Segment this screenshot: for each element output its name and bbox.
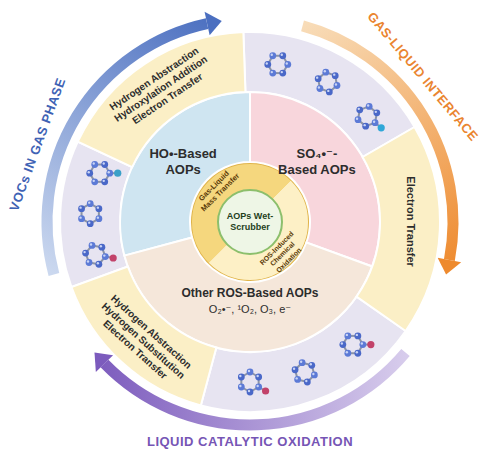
- node-text: SO₄•⁻-Based AOPs: [278, 146, 356, 177]
- node-text: AOPs Wet-Scrubber: [219, 211, 281, 233]
- node-text: Electron Transfer: [403, 167, 416, 277]
- molecule-icon: [355, 103, 385, 131]
- molecule-icon: [292, 359, 318, 385]
- wedge-shape: [356, 127, 440, 331]
- node-text: Other ROS-Based AOPs: [175, 286, 325, 300]
- wedge-shape: [71, 266, 216, 405]
- molecule-icon: [78, 200, 102, 227]
- phase-label: LIQUID CATALYTIC OXIDATION: [147, 434, 353, 449]
- node-text: HO•-Based AOPs: [145, 146, 221, 177]
- molecule-icon: [86, 161, 121, 185]
- wedge-shape: [78, 32, 246, 167]
- molecule-icon: [264, 52, 291, 76]
- molecule-icon: [82, 242, 117, 268]
- arrow-head: [94, 352, 113, 371]
- arrow-head: [205, 12, 222, 35]
- node-text: O₂•⁻, ¹O₂, O₃, e⁻: [195, 303, 305, 316]
- circle-border: [191, 163, 309, 281]
- arrow-head: [438, 258, 462, 275]
- molecule-icon: [315, 69, 341, 96]
- molecule-icon: [339, 333, 374, 357]
- wedge-shape: [250, 92, 380, 266]
- inner-circle: [218, 190, 282, 254]
- molecule-icon: [238, 369, 269, 396]
